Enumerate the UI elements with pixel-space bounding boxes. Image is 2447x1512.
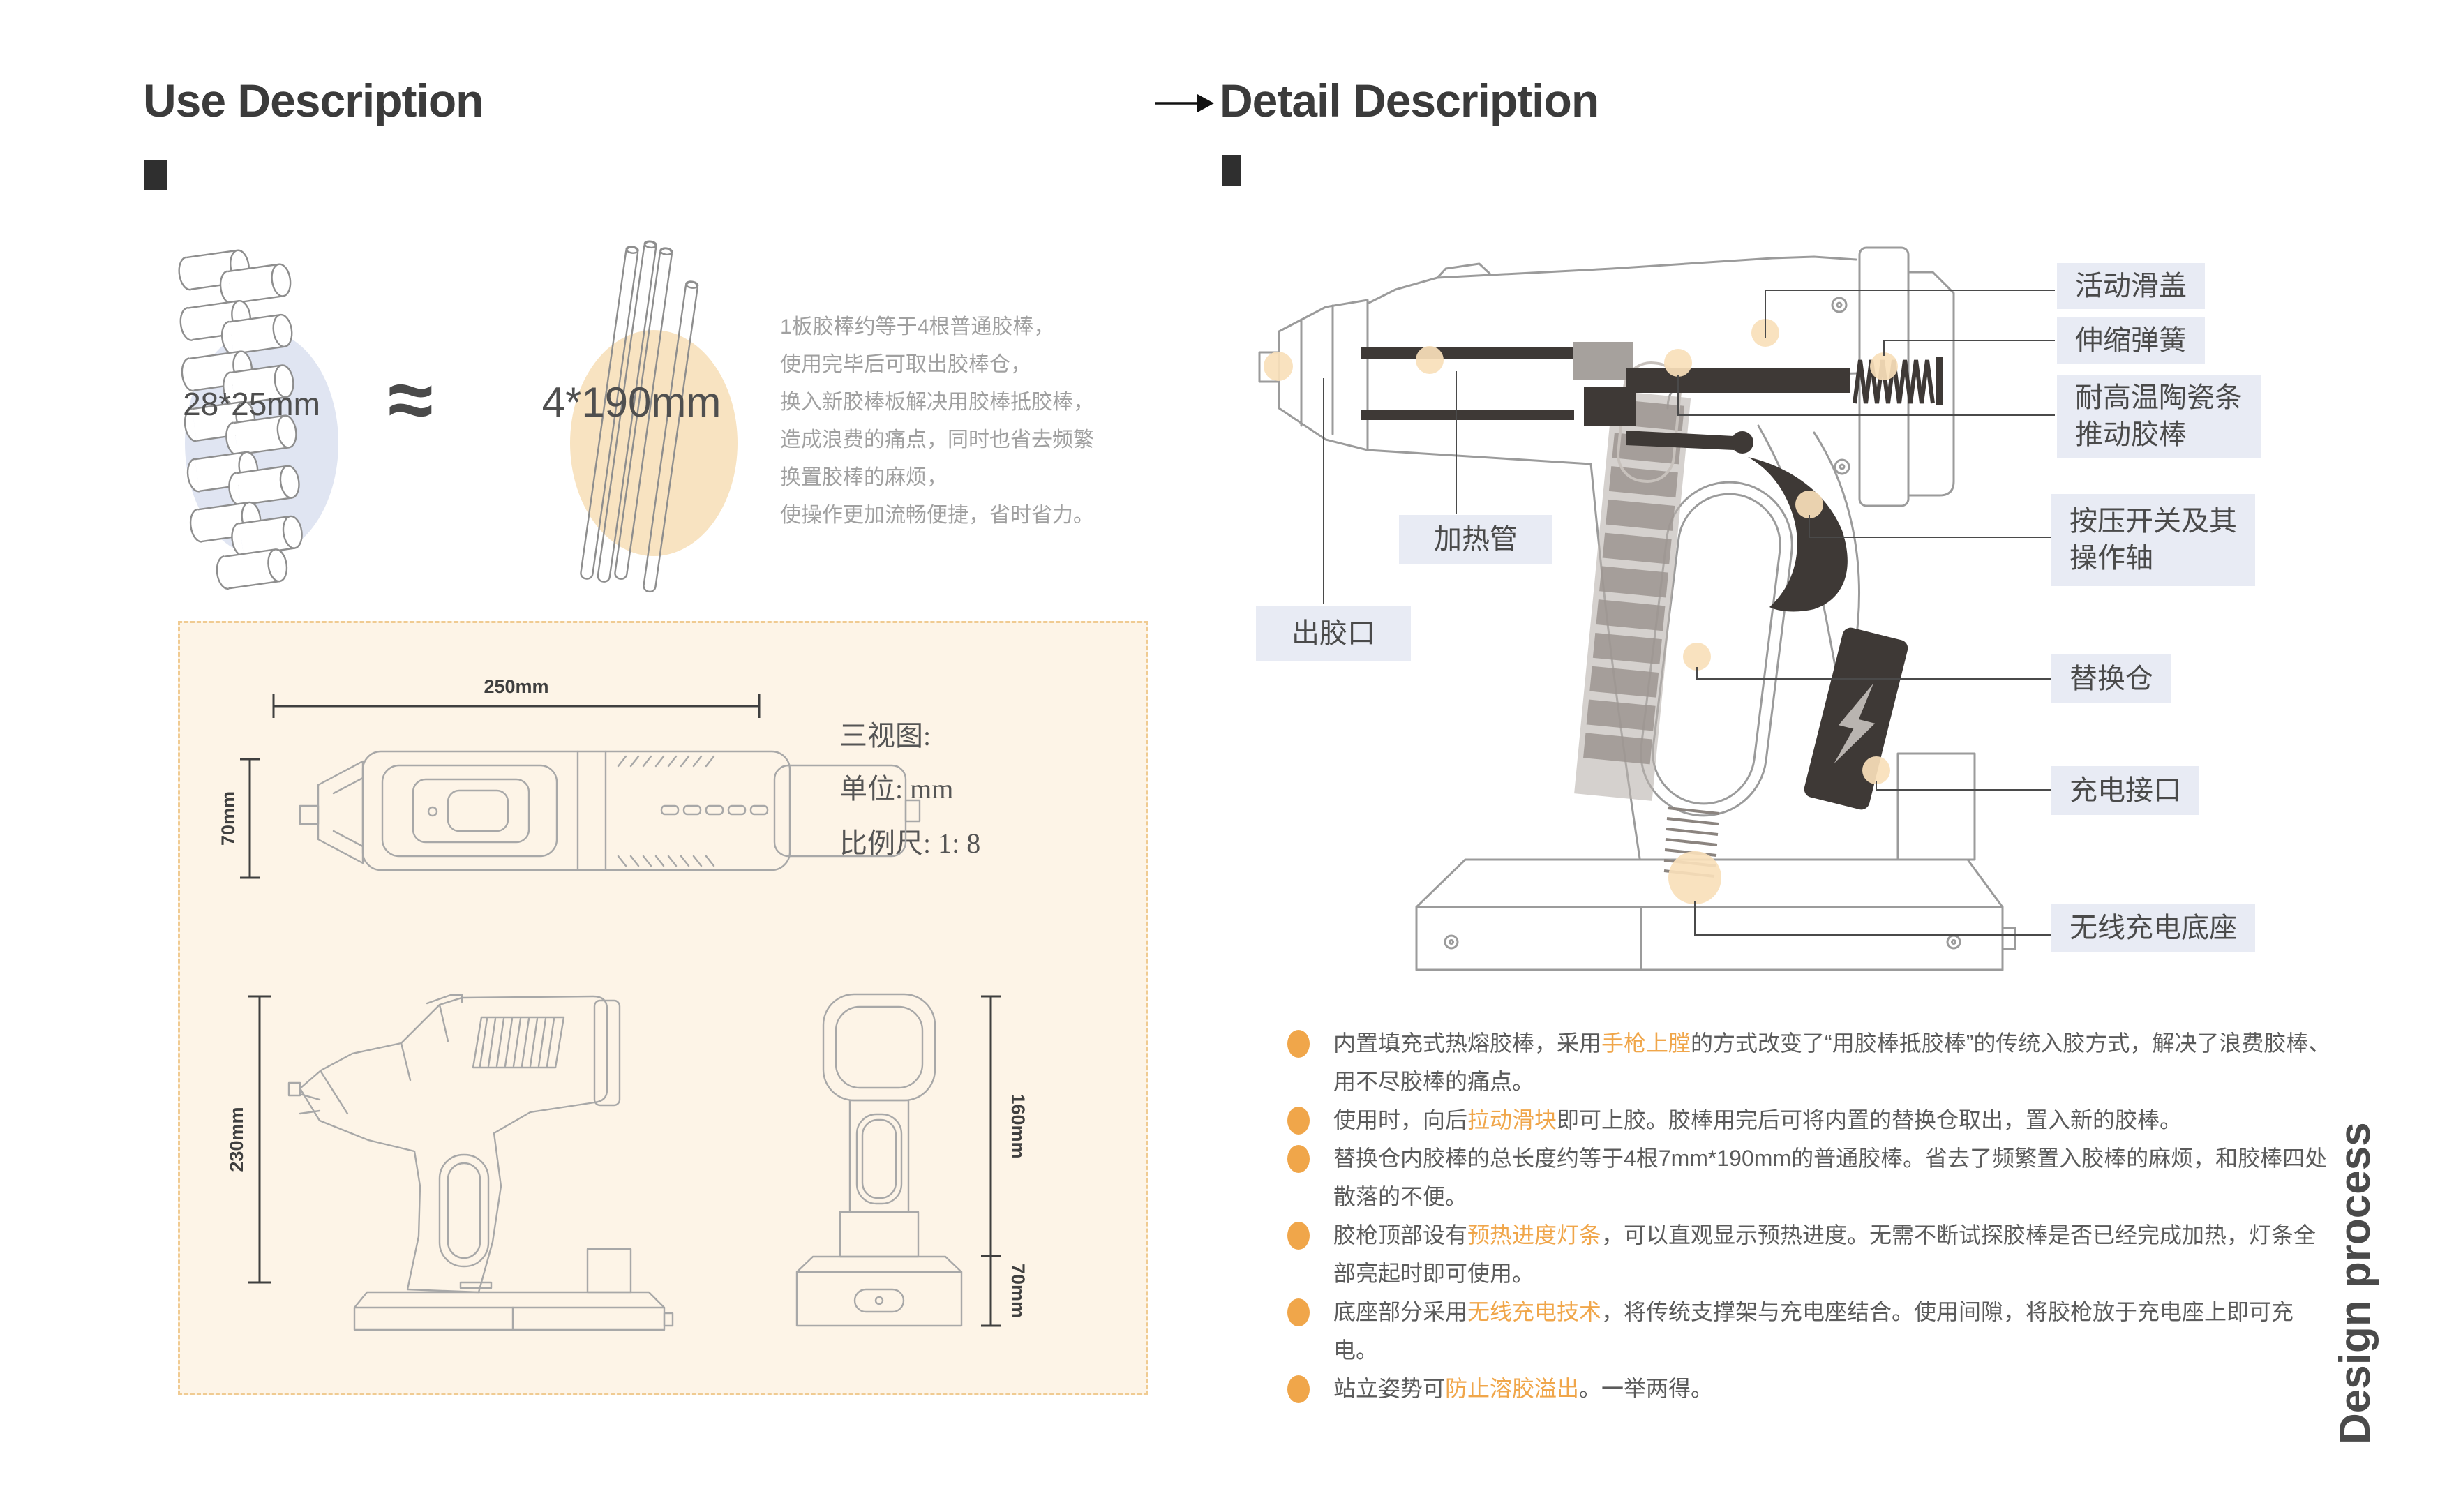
lightning-bolt-icon (1834, 683, 1876, 764)
use-section-marker (144, 160, 167, 190)
bullet-dot-icon (1287, 1030, 1310, 1058)
top-view-width-dimension (272, 694, 761, 718)
sticks-size-label: 4*190mm (541, 379, 721, 426)
front-base-height-label: 70mm (1008, 1264, 1028, 1318)
panel-info-line-1: 三视图: (839, 720, 931, 751)
detail-section-marker (1222, 155, 1241, 186)
label-sliding-cover: 活动滑盖 (2057, 263, 2205, 309)
bullet-dot-icon (1287, 1298, 1310, 1326)
label-glue-outlet: 出胶口 (1256, 606, 1411, 661)
label-wireless-charging-base: 无线充电底座 (2051, 904, 2255, 952)
glue-board-magazine (1574, 361, 1691, 801)
top-view-height-dimension (240, 758, 260, 879)
label-ceramic-push-rod: 耐高温陶瓷条 推动胶棒 (2057, 375, 2261, 458)
heating-tube-upper-bar (1361, 347, 1578, 359)
front-view-dimensions (981, 995, 1001, 1327)
feature-bullet-text: 胶枪顶部设有预热进度灯条，可以直观显示预热进度。无需不断试探胶棒是否已经完成加热… (1333, 1222, 2317, 1286)
leader-lines (1323, 290, 2055, 936)
feature-bullet: 站立姿势可防止溶胶溢出。一举两得。 (1287, 1370, 2334, 1408)
panel-info-line-3: 比例尺: 1: 8 (839, 828, 981, 859)
three-view-panel (178, 621, 1148, 1395)
detail-section-title: Detail Description (1220, 75, 1599, 126)
top-view-width-label: 250mm (484, 676, 548, 697)
feature-bullet-text: 替换仓内胶棒的总长度约等于4根7mm*190mm的普通胶棒。省去了频繁置入胶棒的… (1333, 1146, 2328, 1209)
feature-bullet: 内置填充式热熔胶棒，采用手枪上膛的方式改变了“用胶棒抵胶棒”的传统入胶方式，解决… (1287, 1024, 2334, 1101)
feature-bullet: 底座部分采用无线充电技术，将传统支撑架与充电座结合。使用间隙，将胶枪放于充电座上… (1287, 1293, 2334, 1370)
approx-symbol: ≈ (388, 354, 433, 446)
bullet-dot-icon (1287, 1107, 1310, 1135)
front-view-drawing: 160mm 70mm (795, 993, 1028, 1327)
glue-gun-cutaway-diagram (1258, 246, 2055, 971)
side-view-drawing: 230mm (226, 994, 674, 1331)
front-view-outline (795, 993, 963, 1327)
heating-tube-lower-bar (1361, 410, 1574, 420)
battery-pack (1804, 627, 1908, 810)
label-replacement-chamber: 替换仓 (2051, 654, 2171, 703)
side-view-outline (287, 994, 674, 1331)
side-view-height-label: 230mm (226, 1107, 247, 1172)
bullet-dot-icon (1287, 1145, 1310, 1173)
label-heating-tube: 加热管 (1399, 515, 1552, 564)
label-charging-port: 充电接口 (2051, 766, 2199, 815)
feature-bullet: 替换仓内胶棒的总长度约等于4根7mm*190mm的普通胶棒。省去了频繁置入胶棒的… (1287, 1139, 2334, 1216)
top-view-outline (299, 750, 921, 871)
callout-nodes (1264, 319, 1898, 904)
compare-description: 1板胶棒约等于4根普通胶棒， 使用完毕后可取出胶棒仓， 换入新胶棒板解决用胶棒抵… (780, 315, 1094, 527)
spring-end-cap (1936, 357, 1943, 405)
label-telescopic-spring: 伸缩弹簧 (2057, 317, 2205, 364)
use-section-title: Use Description (143, 75, 484, 126)
feed-block (1584, 387, 1636, 426)
feature-bullet: 使用时，向后拉动滑块即可上胶。胶棒用完后可将内置的替换仓取出，置入新的胶棒。 (1287, 1101, 2334, 1139)
arrow-icon (1155, 94, 1214, 112)
linkage-pivot (1731, 431, 1753, 454)
gun-mechanism (1361, 342, 1943, 810)
side-view-height-dimension (248, 995, 271, 1284)
panel-info-line-2: 单位: mm (839, 773, 954, 804)
glue-sticks-illustration (570, 240, 738, 593)
label-press-switch: 按压开关及其 操作轴 (2051, 494, 2255, 586)
glue-sticks (580, 240, 699, 593)
bullet-dot-icon (1287, 1375, 1310, 1403)
ceramic-push-rod (1626, 368, 1850, 393)
top-view-drawing: 250mm 70mm (218, 676, 921, 879)
design-process-caption: Design process (2331, 1122, 2379, 1444)
feature-bullet: 胶枪顶部设有预热进度灯条，可以直观显示预热进度。无需不断试探胶棒是否已经完成加热… (1287, 1216, 2334, 1293)
feature-bullet-text: 站立姿势可防止溶胶溢出。一举两得。 (1333, 1376, 1714, 1401)
rod-coupler (1573, 342, 1633, 380)
trigger-linkage (1626, 431, 1734, 450)
front-view-height-label: 160mm (1008, 1093, 1028, 1158)
feature-bullet-text: 使用时，向后拉动滑块即可上胶。胶棒用完后可将内置的替换仓取出，置入新的胶棒。 (1333, 1107, 2183, 1132)
feature-bullet-text: 底座部分采用无线充电技术，将传统支撑架与充电座结合。使用间隙，将胶枪放于充电座上… (1333, 1299, 2294, 1363)
bullet-dot-icon (1287, 1222, 1310, 1250)
press-switch-trigger (1748, 457, 1848, 612)
top-view-height-label: 70mm (218, 791, 239, 846)
board-size-label: 28*25mm (183, 386, 320, 422)
glue-stick-board-illustration (176, 248, 338, 591)
feature-bullet-text: 内置填充式热熔胶棒，采用手枪上膛的方式改变了“用胶棒抵胶棒”的传统入胶方式，解决… (1333, 1031, 2331, 1094)
feature-list: 内置填充式热熔胶棒，采用手枪上膛的方式改变了“用胶棒抵胶棒”的传统入胶方式，解决… (1287, 1024, 2334, 1408)
orange-circle-backdrop (570, 330, 738, 556)
